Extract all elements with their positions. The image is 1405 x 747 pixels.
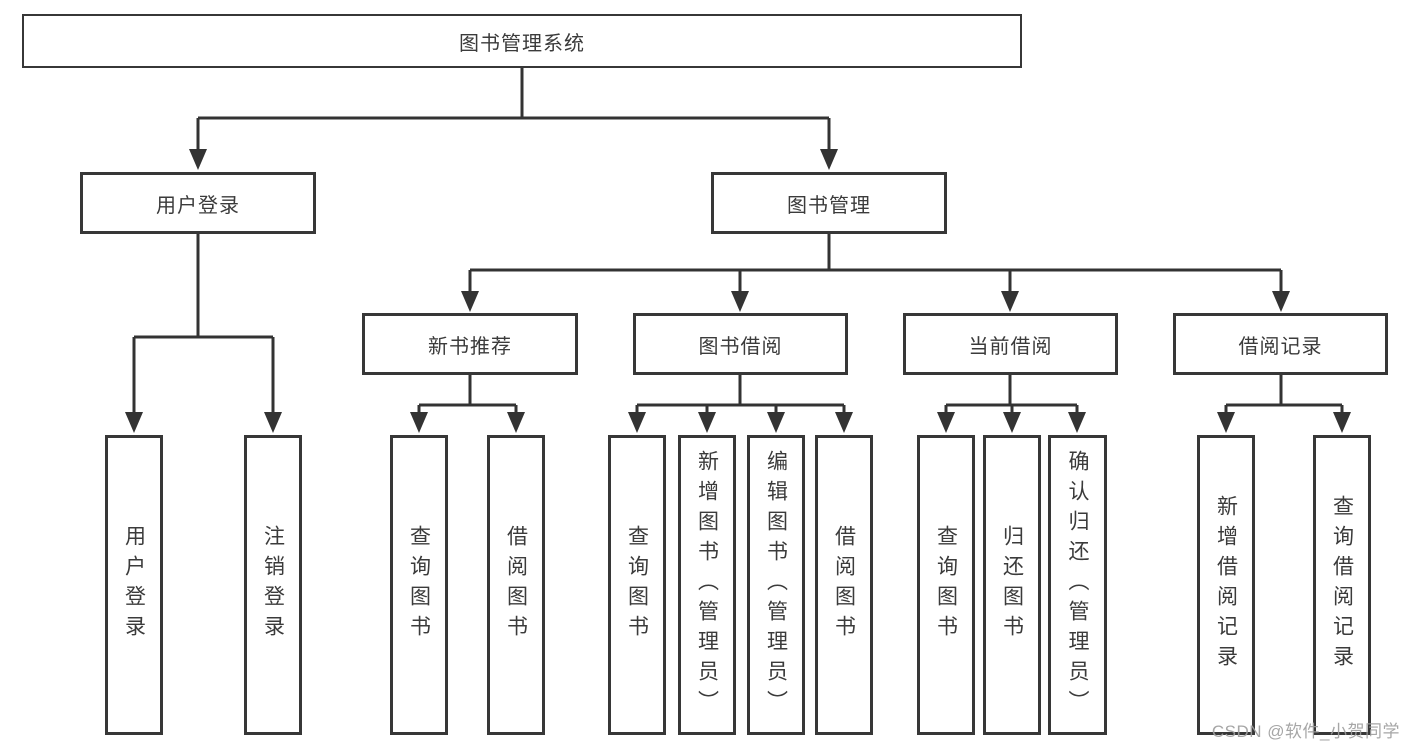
leaf-confirm-return-admin: 确认归还（管理员） [1048,435,1107,735]
node-label: 编辑图书（管理员） [764,450,788,720]
node-new-book-recommendation: 新书推荐 [362,313,578,375]
leaf-edit-book-admin: 编辑图书（管理员） [747,435,805,735]
node-label: 当前借阅 [968,335,1053,358]
leaf-user-login: 用户登录 [105,435,163,735]
node-current-borrowing: 当前借阅 [903,313,1118,375]
leaf-query-books: 查询图书 [608,435,666,735]
node-label: 图书管理系统 [459,32,585,55]
node-library-system: 图书管理系统 [22,14,1022,68]
arrowheads [125,149,1351,433]
node-label: 确认归还（管理员） [1066,450,1089,720]
leaf-add-borrow-record: 新增借阅记录 [1197,435,1255,735]
node-borrowing-records: 借阅记录 [1173,313,1388,375]
csdn-watermark: CSDN @软件_小贺同学 [1211,722,1400,741]
node-label: 借阅图书 [504,525,528,645]
leaf-query-books: 查询图书 [390,435,448,735]
node-label: 用户登录 [122,525,146,645]
node-label: 查询借阅记录 [1330,495,1354,675]
node-label: 新书推荐 [428,335,512,358]
node-label: 查询图书 [407,525,431,645]
leaf-borrow-books: 借阅图书 [815,435,873,735]
node-book-borrowing: 图书借阅 [633,313,848,375]
node-label: 查询图书 [625,525,649,645]
leaf-query-borrow-record: 查询借阅记录 [1313,435,1371,735]
leaf-return-book: 归还图书 [983,435,1041,735]
node-label: 借阅记录 [1238,335,1323,358]
node-label: 图书管理 [787,194,871,217]
node-label: 用户登录 [156,194,240,217]
node-label: 图书借阅 [698,335,783,358]
node-label: 借阅图书 [832,525,856,645]
node-label: 注销登录 [261,525,285,645]
leaf-query-books: 查询图书 [917,435,975,735]
leaf-add-book-admin: 新增图书（管理员） [678,435,736,735]
node-label: 新增借阅记录 [1214,495,1238,675]
node-label: 查询图书 [934,525,958,645]
node-user-login: 用户登录 [80,172,316,234]
node-book-management: 图书管理 [711,172,947,234]
node-label: 归还图书 [1000,525,1024,645]
leaf-logout: 注销登录 [244,435,302,735]
node-label: 新增图书（管理员） [695,450,719,720]
leaf-borrow-books: 借阅图书 [487,435,545,735]
